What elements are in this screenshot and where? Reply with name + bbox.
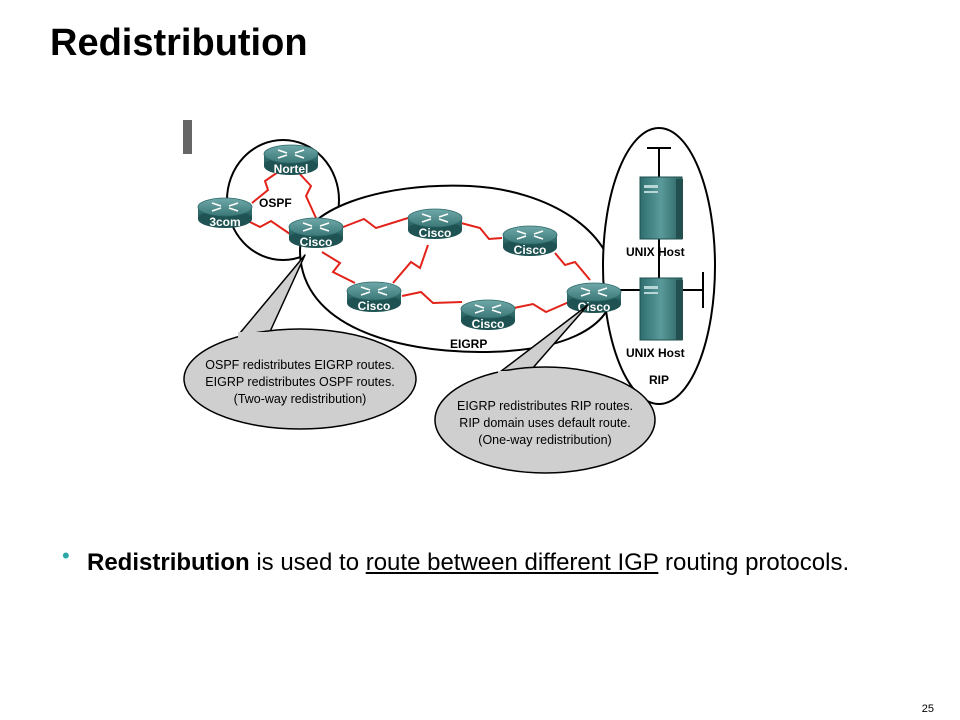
bullet-text: Redistribution is used to route between … <box>87 547 907 579</box>
router-cisco-top-label: Cisco <box>419 226 452 240</box>
router-cisco-border-ospf-label: Cisco <box>300 235 333 249</box>
callout-right-line2: RIP domain uses default route. <box>459 416 630 430</box>
router-cisco-border-rip-label: Cisco <box>578 300 611 314</box>
router-cisco-border-rip: Cisco <box>566 282 622 314</box>
rip-label: RIP <box>649 373 669 387</box>
unix-host-2-label: UNIX Host <box>626 346 685 360</box>
router-3com-label: 3com <box>209 215 240 229</box>
unix-host-1-label: UNIX Host <box>626 245 685 259</box>
callout-right-line1: EIGRP redistributes RIP routes. <box>457 399 633 413</box>
callout-left-line3: (Two-way redistribution) <box>234 392 367 406</box>
link-right-border <box>554 252 591 281</box>
link-3com-cisco <box>247 219 291 235</box>
ospf-label: OSPF <box>259 196 292 210</box>
link-leftbottom-bottom <box>401 290 463 305</box>
router-cisco-left-bottom-label: Cisco <box>358 299 391 313</box>
link-top-right <box>460 222 503 241</box>
router-3com: 3com <box>197 197 253 229</box>
slide-title: Redistribution <box>50 22 308 64</box>
eigrp-label: EIGRP <box>450 337 487 351</box>
link-nortel-cisco <box>297 171 317 219</box>
callout-right-line3: (One-way redistribution) <box>478 433 611 447</box>
bullet-text-part1: is used to <box>249 549 366 576</box>
callout-left: OSPF redistributes EIGRP routes. EIGRP r… <box>183 254 417 430</box>
unix-host-1-icon <box>639 176 683 240</box>
link-top-leftbottom <box>392 244 429 284</box>
page-number: 25 <box>921 703 934 715</box>
bullet-bold-term: Redistribution <box>87 549 250 576</box>
router-cisco-top: Cisco <box>407 208 463 240</box>
serial-links <box>247 171 591 314</box>
router-nortel: Nortel <box>263 144 319 176</box>
link-bottom-border <box>513 301 570 314</box>
link-nortel-3com <box>251 171 279 204</box>
router-nortel-label: Nortel <box>274 162 309 176</box>
bullet-text-part2: routing protocols. <box>658 549 850 576</box>
bullet-dot-icon: • <box>62 543 70 568</box>
image-fragment <box>183 120 192 154</box>
router-cisco-border-ospf: Cisco <box>288 217 344 249</box>
callout-left-line1: OSPF redistributes EIGRP routes. <box>205 358 394 372</box>
callout-left-line2: EIGRP redistributes OSPF routes. <box>205 375 394 389</box>
router-cisco-right-label: Cisco <box>514 243 547 257</box>
link-cisco-top <box>337 217 409 230</box>
bullet-underlined-phrase: route between different IGP <box>365 549 659 576</box>
router-cisco-bottom: Cisco <box>460 299 516 331</box>
callout-right: EIGRP redistributes RIP routes. RIP doma… <box>434 304 656 474</box>
router-cisco-bottom-label: Cisco <box>472 317 505 331</box>
router-cisco-left-bottom: Cisco <box>346 281 402 313</box>
router-cisco-right: Cisco <box>502 225 558 257</box>
link-cisco-leftbottom <box>321 251 356 284</box>
unix-host-2-icon <box>639 277 683 341</box>
